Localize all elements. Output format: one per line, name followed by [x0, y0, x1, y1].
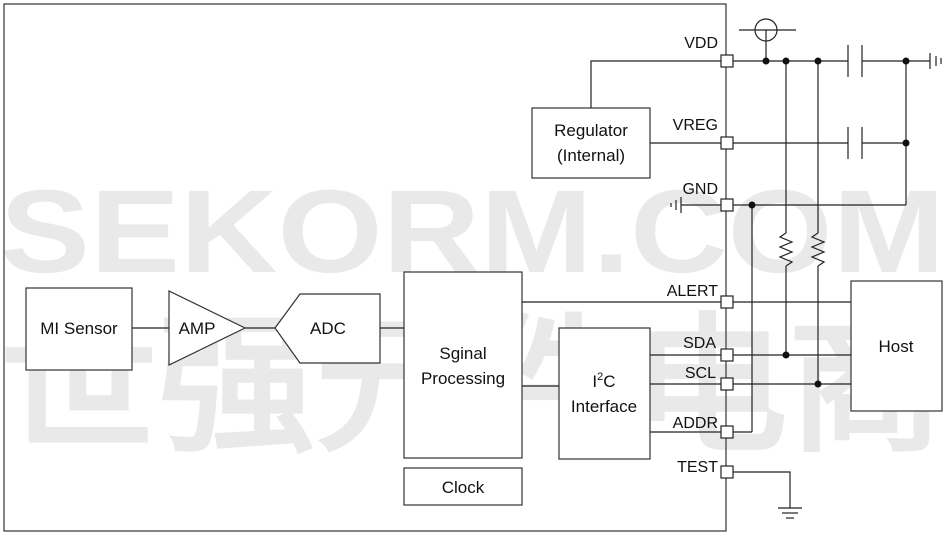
- mi-sensor-label: MI Sensor: [40, 319, 118, 338]
- pin-label-vreg: VREG: [673, 117, 718, 134]
- signal-processing-label-line1: Sginal: [439, 344, 486, 363]
- junction-dot: [782, 351, 790, 359]
- pin-gnd: [720, 198, 734, 212]
- pullup-resistor-sda: [778, 232, 794, 267]
- pins: [720, 54, 734, 479]
- i2c-label-superscript: 2: [597, 371, 603, 383]
- signal-processing-block: Sginal Processing: [403, 271, 523, 459]
- chip-outline: [3, 3, 727, 532]
- i2c-interface-block: I2C Interface: [558, 327, 651, 460]
- clock-block: Clock: [403, 467, 523, 506]
- mi-sensor-block: MI Sensor: [25, 287, 133, 371]
- junction-dot: [814, 57, 822, 65]
- junction-dot: [902, 139, 910, 147]
- pin-scl: [720, 377, 734, 391]
- adc-label: ADC: [310, 319, 346, 338]
- host-block: Host: [850, 280, 943, 412]
- pin-sda: [720, 348, 734, 362]
- junction-dots: [748, 57, 910, 388]
- pullup-resistor-scl: [810, 232, 826, 267]
- pin-label-gnd: GND: [682, 181, 718, 198]
- regulator-label-line2: (Internal): [557, 146, 625, 165]
- pin-test: [720, 465, 734, 479]
- junction-dot: [814, 380, 822, 388]
- i2c-label-i: I: [592, 372, 597, 391]
- signal-processing-label-line2: Processing: [421, 369, 505, 388]
- pin-addr: [720, 425, 734, 439]
- clock-label: Clock: [442, 478, 485, 497]
- pin-label-addr: ADDR: [673, 415, 718, 432]
- regulator-block: Regulator (Internal): [531, 107, 651, 179]
- junction-dot: [902, 57, 910, 65]
- pin-label-test: TEST: [677, 459, 718, 476]
- regulator-label-line1: Regulator: [554, 121, 628, 140]
- i2c-label-c: C: [603, 372, 615, 391]
- test-external-wire: [733, 471, 791, 508]
- pin-vreg: [720, 136, 734, 150]
- pin-label-scl: SCL: [685, 365, 716, 382]
- adc-block: ADC: [274, 293, 381, 364]
- pin-label-sda: SDA: [683, 335, 716, 352]
- pin-vdd: [720, 54, 734, 68]
- host-label: Host: [879, 337, 914, 356]
- amp-label: AMP: [179, 319, 216, 338]
- pin-label-vdd: VDD: [684, 35, 718, 52]
- amp-block: AMP: [168, 290, 247, 366]
- regulator-vdd-wire: [590, 60, 721, 108]
- junction-dot: [748, 201, 756, 209]
- i2c-label-line1: I2C: [592, 371, 615, 391]
- junction-dot: [782, 57, 790, 65]
- pin-label-alert: ALERT: [667, 283, 719, 300]
- junction-dot: [762, 57, 770, 65]
- i2c-label-line2: Interface: [571, 397, 637, 416]
- pin-alert: [720, 295, 734, 309]
